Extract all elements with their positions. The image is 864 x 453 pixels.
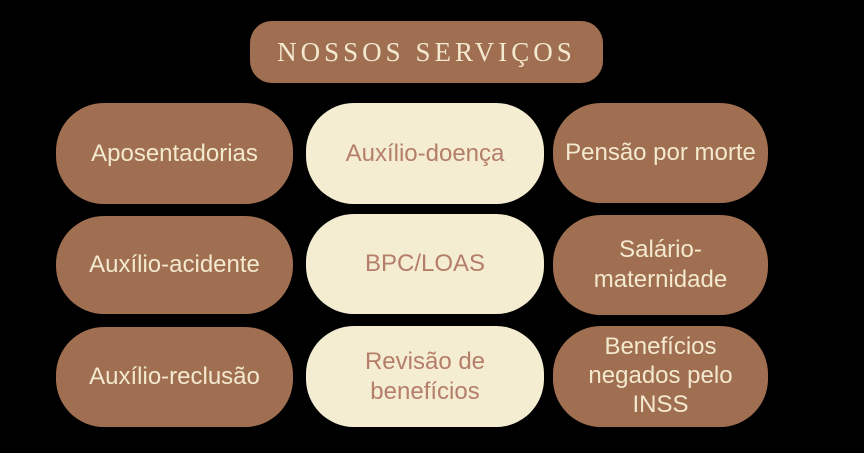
service-card-label: BPC/LOAS — [364, 250, 486, 277]
service-card-aposentadorias: Aposentadorias — [56, 103, 293, 204]
service-card-revisao-de-beneficios: Revisão de benefícios — [306, 326, 544, 427]
service-card-label: Pensão por morte — [565, 139, 756, 166]
service-card-label: Salário-maternidade — [593, 236, 728, 293]
service-card-label: Auxílio-reclusão — [89, 363, 260, 390]
title-banner: NOSSOS SERVIÇOS — [250, 21, 603, 83]
service-card-label: Auxílio-doença — [345, 139, 505, 167]
service-card-pensao-por-morte: Pensão por morte — [553, 103, 768, 203]
service-card-auxilio-reclusao: Auxílio-reclusão — [56, 327, 293, 427]
service-card-label: Aposentadorias — [91, 139, 258, 167]
service-card-label: Auxílio-acidente — [89, 251, 260, 278]
service-card-beneficios-negados-inss: Benefícios negados pelo INSS — [553, 326, 768, 427]
service-card-label: Revisão de benefícios — [364, 347, 486, 405]
service-card-bpc-loas: BPC/LOAS — [306, 214, 544, 314]
service-card-label: Benefícios negados pelo INSS — [588, 333, 733, 418]
service-card-auxilio-doenca: Auxílio-doença — [306, 103, 544, 204]
page-title: NOSSOS SERVIÇOS — [277, 36, 576, 67]
service-card-auxilio-acidente: Auxílio-acidente — [56, 216, 293, 314]
service-card-salario-maternidade: Salário-maternidade — [553, 215, 768, 315]
